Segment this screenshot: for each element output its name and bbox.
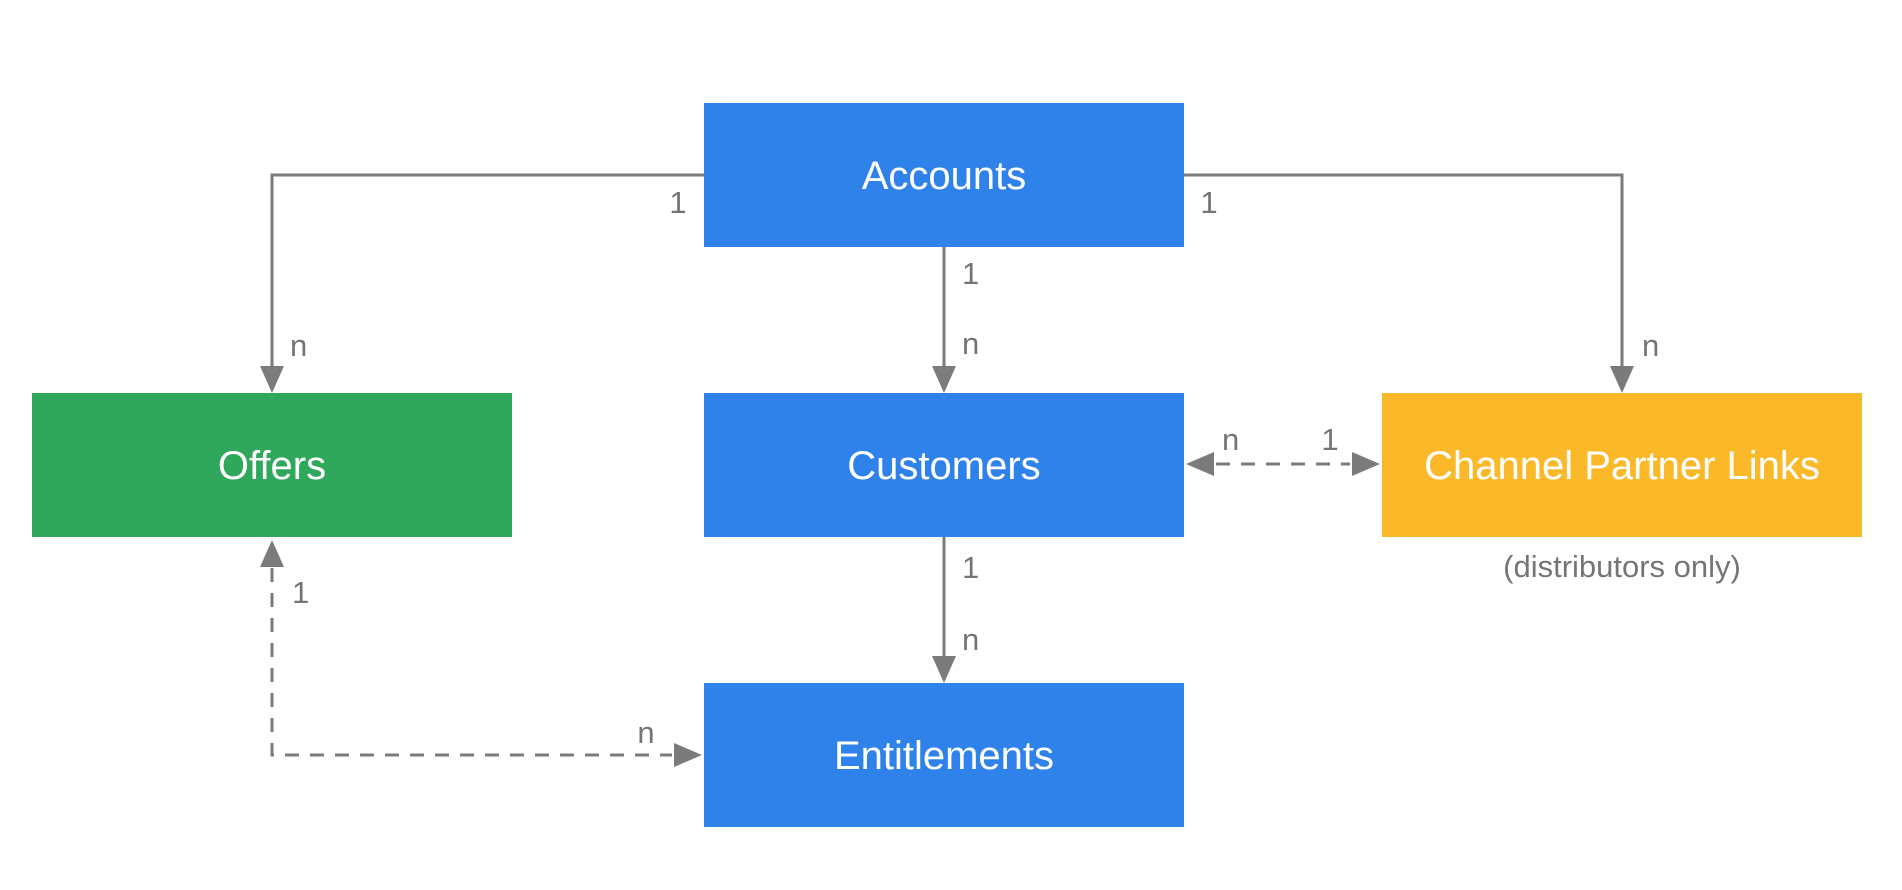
edge-accounts-cpl-from-label: 1 — [1200, 185, 1217, 220]
offers-label: Offers — [218, 444, 326, 488]
edge-customers-entitlements-to-label: n — [962, 622, 979, 657]
accounts-label: Accounts — [862, 154, 1027, 198]
node-entitlements: Entitlements — [704, 683, 1184, 827]
arrowhead-down-icon — [1610, 366, 1634, 393]
edge-customers-cpl-to-label: 1 — [1321, 422, 1338, 457]
edge-offers-entitlements-line — [270, 568, 672, 757]
edge-accounts-cpl-line — [1184, 173, 1624, 369]
edge-customers-entitlements-from-label: 1 — [962, 550, 979, 585]
edge-offers-entitlements-to-label: n — [637, 715, 654, 750]
entitlements-box — [704, 683, 1184, 827]
edge-accounts-cpl-to-label: n — [1642, 328, 1659, 363]
edge-accounts-offers-to-label: n — [290, 328, 307, 363]
arrowhead-right-icon — [1352, 452, 1380, 476]
edge-customers-cpl-from-label: n — [1222, 422, 1239, 457]
edge-accounts-customers: 1 n — [932, 247, 979, 393]
arrowhead-up-icon — [260, 540, 284, 567]
edge-accounts-offers-line — [270, 173, 704, 369]
edge-accounts-channel-partner-links: 1 n — [1184, 173, 1659, 393]
accounts-box — [704, 103, 1184, 247]
entitlements-label: Entitlements — [834, 734, 1054, 778]
offers-box — [32, 393, 512, 537]
node-offers: Offers — [32, 393, 512, 537]
edge-offers-entitlements: 1 n — [260, 540, 702, 767]
edge-offers-entitlements-from-label: 1 — [292, 575, 309, 610]
channel-partner-links-box — [1382, 393, 1862, 537]
arrowhead-down-icon — [932, 366, 956, 393]
arrowhead-down-icon — [260, 366, 284, 393]
channel-partner-links-label: Channel Partner Links — [1424, 444, 1820, 488]
edge-accounts-customers-from-label: 1 — [962, 256, 979, 291]
edge-accounts-customers-to-label: n — [962, 326, 979, 361]
customers-box — [704, 393, 1184, 537]
arrowhead-left-icon — [1186, 452, 1214, 476]
node-accounts: Accounts — [704, 103, 1184, 247]
node-customers: Customers — [704, 393, 1184, 537]
channel-partner-links-caption: (distributors only) — [1503, 549, 1741, 584]
customers-label: Customers — [847, 444, 1040, 488]
edge-customers-channel-partner-links: n 1 — [1186, 422, 1380, 476]
arrowhead-down-icon — [932, 656, 956, 683]
edge-accounts-offers: 1 n — [260, 173, 704, 393]
edge-accounts-offers-from-label: 1 — [669, 185, 686, 220]
node-channel-partner-links: Channel Partner Links (distributors only… — [1382, 393, 1862, 584]
edge-customers-entitlements: 1 n — [932, 537, 979, 683]
arrowhead-right-icon — [674, 743, 702, 767]
